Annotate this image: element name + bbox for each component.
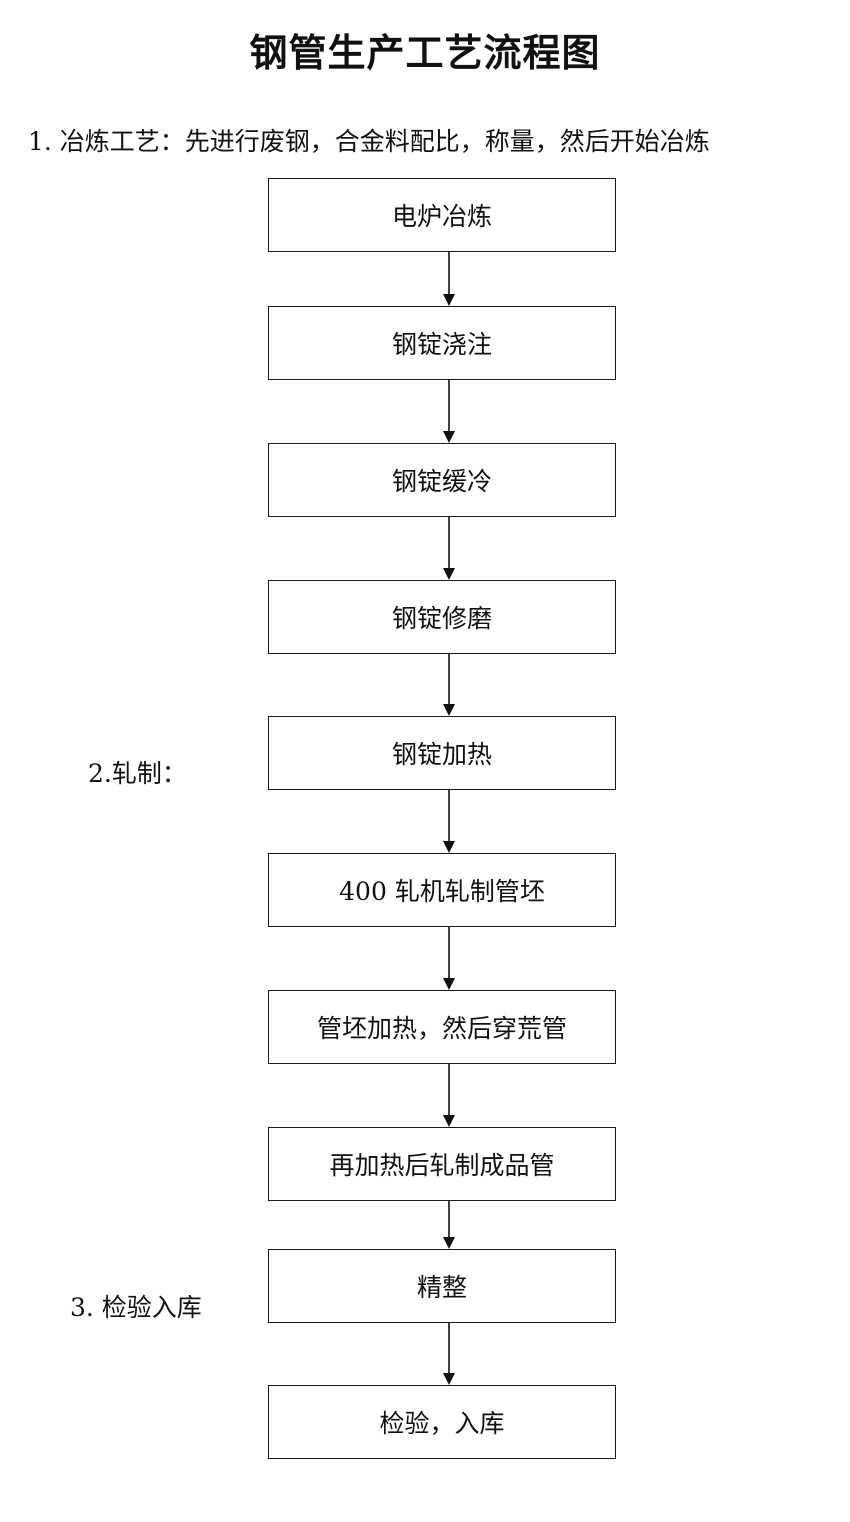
section-label-rolling: 2.轧制： (88, 759, 187, 788)
flow-step-ingot-heating: 钢锭加热 (268, 716, 616, 790)
flow-arrow (441, 1323, 457, 1385)
flow-arrow (441, 380, 457, 443)
flow-arrow (441, 927, 457, 990)
flow-arrow (441, 790, 457, 853)
flow-step-finishing: 精整 (268, 1249, 616, 1323)
section-label-inspection: 3. 检验入库 (70, 1293, 202, 1322)
flow-step-ingot-casting: 钢锭浇注 (268, 306, 616, 380)
flow-step-billet-heating-piercing: 管坯加热，然后穿荒管 (268, 990, 616, 1064)
flow-arrow (441, 654, 457, 716)
flow-arrow (441, 517, 457, 580)
flow-arrow (441, 1064, 457, 1127)
section-label-smelting: 1. 冶炼工艺：先进行废钢，合金料配比，称量，然后开始冶炼 (28, 127, 710, 156)
page-title: 钢管生产工艺流程图 (249, 31, 601, 75)
flow-step-electric-furnace-smelting: 电炉冶炼 (268, 178, 616, 252)
flow-step-inspection-storage: 检验，入库 (268, 1385, 616, 1459)
flow-arrow (441, 1201, 457, 1249)
flow-step-ingot-grinding: 钢锭修磨 (268, 580, 616, 654)
flow-step-mill-rolling-billet: 400 轧机轧制管坯 (268, 853, 616, 927)
flow-step-reheat-roll-finished-pipe: 再加热后轧制成品管 (268, 1127, 616, 1201)
flow-arrow (441, 252, 457, 306)
flow-step-ingot-slow-cooling: 钢锭缓冷 (268, 443, 616, 517)
